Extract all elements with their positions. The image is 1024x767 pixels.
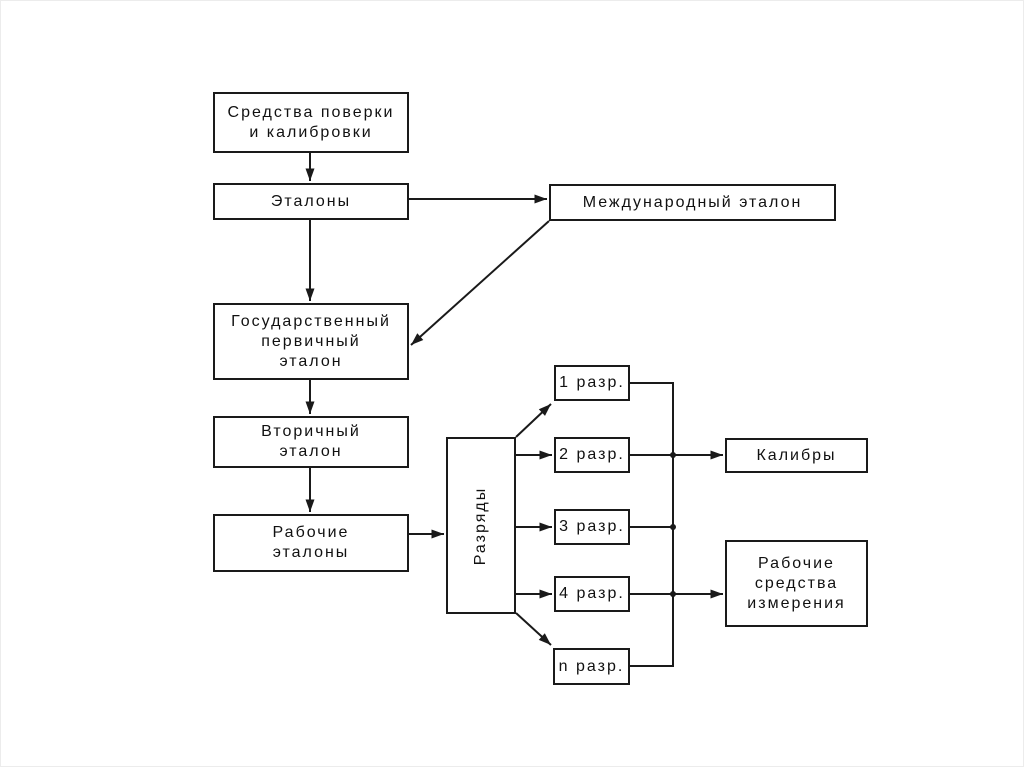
box-label-line: 3 разр. bbox=[559, 518, 625, 535]
junction-dot bbox=[670, 591, 676, 597]
box-rabochie-etalony: Рабочие эталоны bbox=[213, 514, 409, 572]
box-razr-n: n разр. bbox=[553, 648, 630, 685]
junction-dot bbox=[670, 524, 676, 530]
box-razr-1: 1 разр. bbox=[554, 365, 630, 401]
box-label-line: эталон bbox=[279, 443, 343, 460]
box-label-line: эталоны bbox=[272, 544, 350, 561]
box-rabochie-sredstva-izmereniya: Рабочие средства измерения bbox=[725, 540, 868, 627]
box-razryady: Разряды bbox=[446, 437, 516, 614]
box-label-vertical: Разряды bbox=[472, 486, 490, 565]
box-label-line: Эталоны bbox=[270, 192, 352, 210]
bus-line-razr-1-to-razr-n bbox=[630, 382, 674, 667]
box-label-line: 1 разр. bbox=[559, 374, 625, 391]
box-gosudarstvenny-pervichny-etalon: Государственный первичный эталон bbox=[213, 303, 409, 380]
box-label-line: Средства поверки bbox=[227, 103, 395, 121]
box-label-line: и калибровки bbox=[249, 123, 373, 141]
box-etalony: Эталоны bbox=[213, 183, 409, 220]
box-razr-4: 4 разр. bbox=[554, 576, 630, 612]
box-label-line: Рабочие bbox=[758, 554, 835, 572]
box-label-line: 4 разр. bbox=[559, 585, 625, 602]
box-label-line: Государственный bbox=[231, 312, 391, 330]
box-label-line: измерения bbox=[747, 594, 846, 612]
box-label-line: Международный эталон bbox=[582, 193, 803, 211]
arrow-razryady-to-razr-n bbox=[515, 612, 552, 646]
box-label-line: Калибры bbox=[756, 446, 837, 464]
box-label-line: Вторичный bbox=[261, 423, 361, 440]
box-sredstva-poverki-i-kalibrovki: Средства поверки и калибровки bbox=[213, 92, 409, 153]
box-mezhdunarodny-etalon: Международный эталон bbox=[549, 184, 836, 221]
box-vtorichny-etalon: Вторичный эталон bbox=[213, 416, 409, 468]
arrow-mezhdunarodny-to-gosudarstvenny bbox=[410, 220, 550, 346]
box-label-line: первичный bbox=[261, 332, 361, 350]
box-label-line: средства bbox=[754, 574, 839, 592]
box-razr-2: 2 разр. bbox=[554, 437, 630, 473]
box-label-line: n разр. bbox=[558, 657, 625, 675]
box-razr-3: 3 разр. bbox=[554, 509, 630, 545]
box-label-line: Рабочие bbox=[272, 524, 350, 541]
box-label-line: эталон bbox=[279, 352, 343, 370]
box-label-line: 2 разр. bbox=[559, 446, 625, 463]
arrow-razryady-to-razr-1 bbox=[515, 403, 552, 438]
junction-dot bbox=[670, 452, 676, 458]
box-kalibry: Калибры bbox=[725, 438, 868, 473]
